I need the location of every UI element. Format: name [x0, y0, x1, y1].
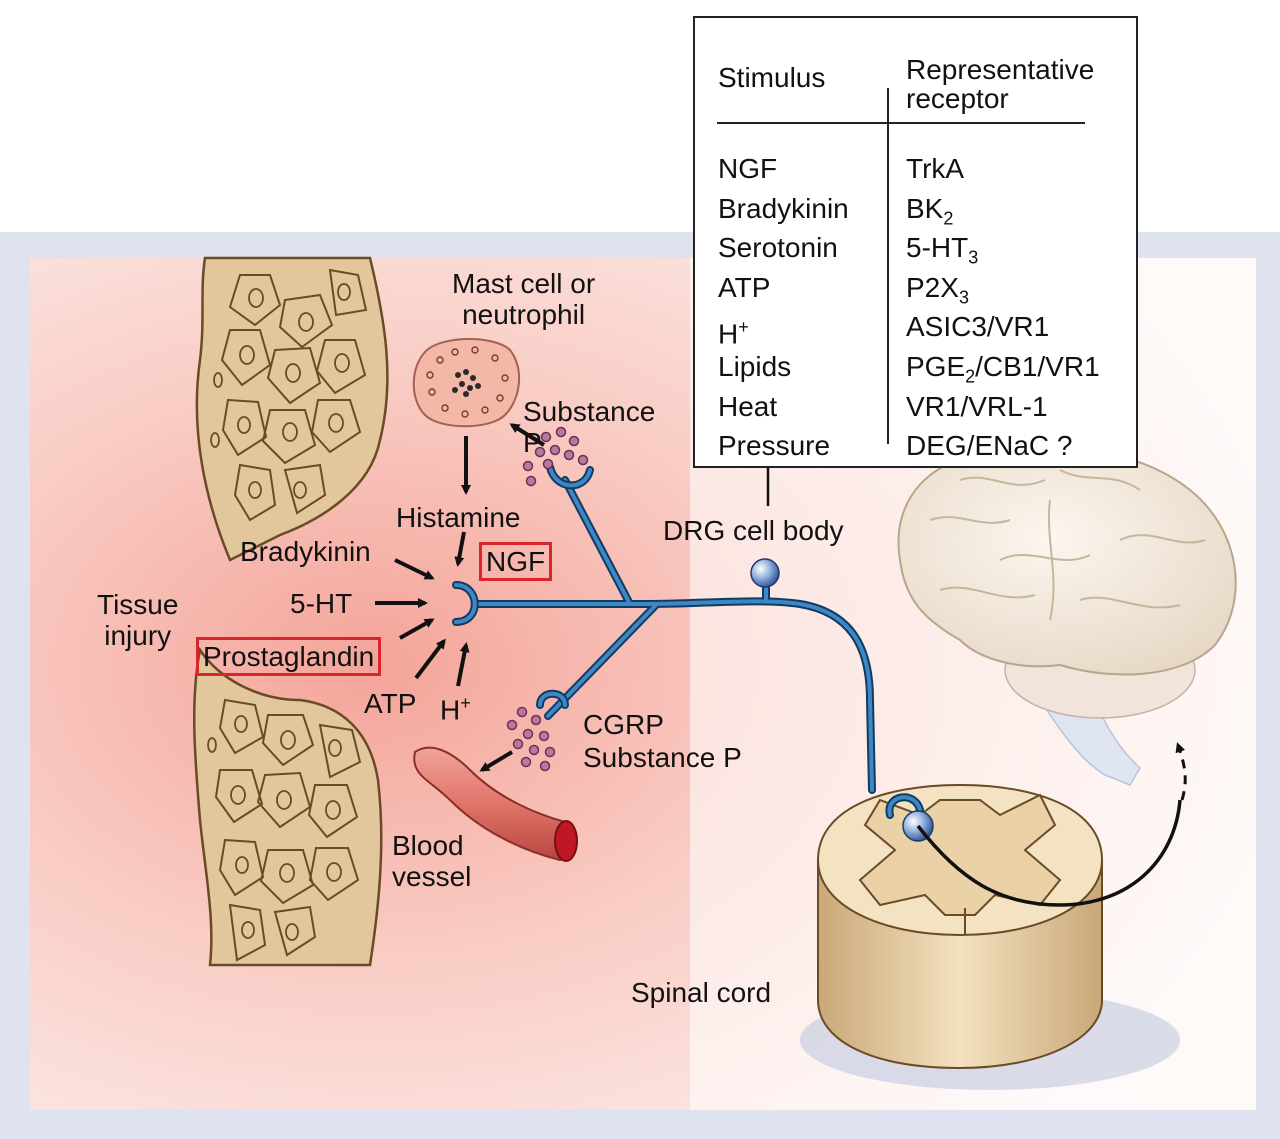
nerve-fiber [452, 463, 876, 794]
receptor-header: Representative receptor [906, 54, 1095, 114]
atp-label: ATP [364, 688, 417, 719]
mast-cell-label: Mast cell or neutrophil [452, 268, 596, 330]
header-rule [717, 122, 1085, 124]
bradykinin-label: Bradykinin [240, 536, 371, 567]
ascending-pathway [916, 799, 1182, 907]
stimulus-cell: Bradykinin [718, 192, 849, 224]
receptor-cell: BK2 [906, 192, 954, 229]
stimulus-cell: ATP [718, 271, 771, 303]
substance-p-label: Substance P [523, 396, 656, 458]
drg-cell-body-label: DRG cell body [663, 515, 844, 546]
stimulus-cell: Pressure [718, 430, 831, 462]
h-plus-label: H+ [440, 693, 471, 726]
vesicles-cgrp [506, 706, 556, 772]
stimulus-cell: Lipids [718, 350, 792, 382]
brain-illustration [897, 446, 1237, 786]
mast-cell [412, 338, 521, 428]
receptor-cell: PGE2/CB1/VR1 [906, 350, 1100, 387]
receptor-cell: 5-HT3 [906, 232, 979, 268]
arrows [375, 423, 546, 772]
skin-tissue-upper [195, 256, 389, 562]
receptor-cell: TrkA [906, 153, 965, 184]
stimulus-column: NGF Bradykinin Serotonin ATP H+ Lipids H… [718, 154, 849, 471]
stimulus-cell: H+ [718, 317, 749, 350]
spinal-cord-illustration [800, 783, 1180, 1090]
receptor-cell: ASIC3/VR1 [906, 311, 1050, 343]
receptor-cell: DEG/ENaC ? [906, 430, 1073, 462]
stimulus-cell: Serotonin [718, 232, 838, 264]
stimulus-receptor-table: Stimulus Representative receptor NGF Bra… [693, 16, 1138, 468]
blood-vessel [413, 746, 578, 862]
tissue-injury-label: Tissue injury [97, 589, 179, 651]
prostaglandin-label-highlighted: Prostaglandin [196, 637, 382, 676]
column-divider [887, 88, 889, 444]
vesicles-substance-p [522, 426, 589, 487]
receptor-column: TrkA BK2 5-HT3 P2X3 ASIC3/VR1 PGE2/CB1/V… [906, 154, 1100, 471]
drg-cell-body-ball [750, 558, 780, 588]
skin-tissue-lower [192, 646, 383, 967]
cord-synapse [885, 793, 924, 819]
receptor-cell: P2X3 [906, 271, 969, 308]
ngf-label-highlighted: NGF [479, 542, 553, 581]
5-ht-label: 5-HT [290, 588, 353, 619]
stimulus-cell: NGF [718, 153, 778, 184]
stimulus-header: Stimulus [718, 62, 826, 93]
receptor-cell: VR1/VRL-1 [906, 390, 1048, 422]
histamine-label: Histamine [396, 502, 521, 533]
stimulus-cell: Heat [718, 390, 778, 422]
spinal-cord-label: Spinal cord [631, 977, 772, 1008]
cgrp-substance-p-label: CGRP Substance P [583, 709, 742, 773]
blood-vessel-label: Blood vessel [392, 830, 472, 892]
